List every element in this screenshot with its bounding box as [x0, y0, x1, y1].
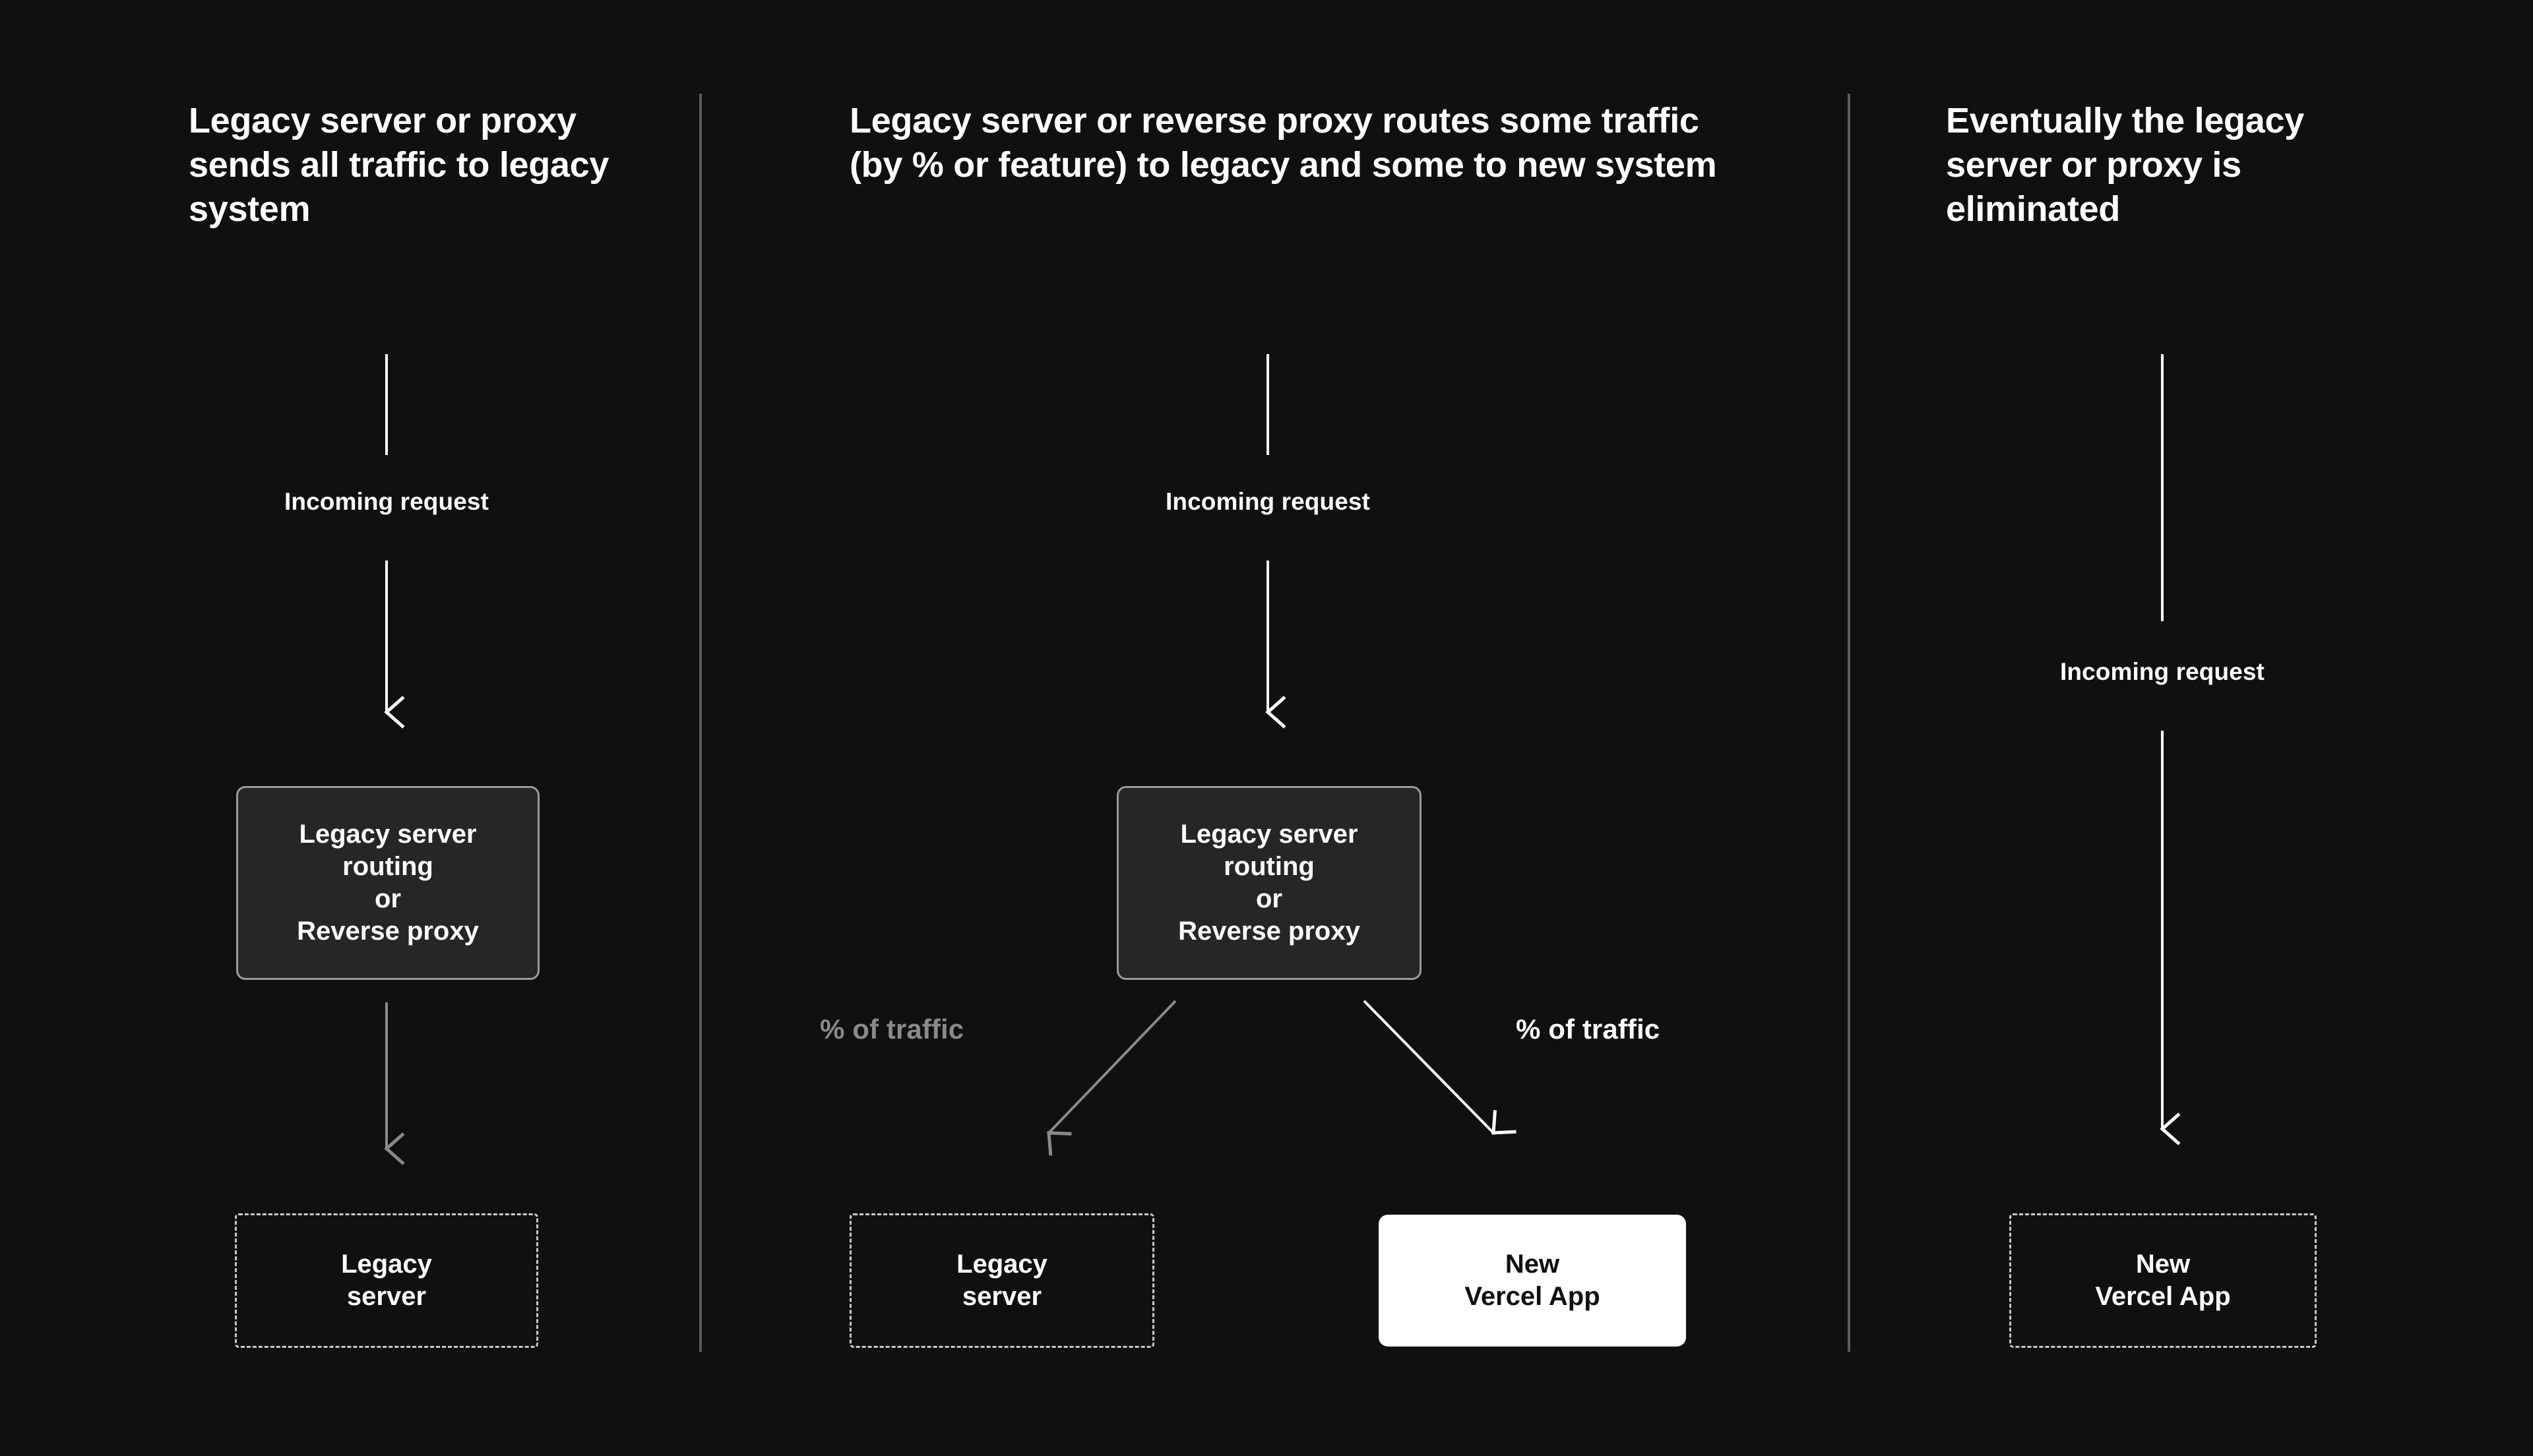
connector-col2-proxy-to-legacy — [1047, 1000, 1177, 1156]
column-2-flow-label: Incoming request — [1166, 488, 1370, 515]
column-1-flow-label: Incoming request — [284, 488, 489, 515]
node-legacy-proxy-col1[interactable]: Legacy server routing or Reverse proxy — [236, 786, 540, 980]
traffic-label-legacy: % of traffic — [820, 1014, 964, 1045]
connector-col2-proxy-to-vercel — [1363, 1000, 1517, 1135]
traffic-label-new: % of traffic — [1516, 1014, 1660, 1045]
column-1-heading: Legacy server or proxy sends all traffic… — [189, 101, 610, 229]
node-legacy-server-col1[interactable]: Legacy server — [235, 1213, 538, 1348]
node-legacy-server-col2[interactable]: Legacy server — [850, 1213, 1154, 1348]
column-divider-1 — [699, 94, 702, 1352]
node-new-vercel-app-col2[interactable]: New Vercel App — [1379, 1215, 1686, 1347]
node-legacy-proxy-col2[interactable]: Legacy server routing or Reverse proxy — [1117, 786, 1422, 980]
column-2-heading: Legacy server or reverse proxy routes so… — [850, 101, 1717, 185]
column-3-flow-label: Incoming request — [2060, 658, 2265, 685]
node-new-vercel-app-col3[interactable]: New Vercel App — [2009, 1213, 2317, 1348]
column-3-heading: Eventually the legacy server or proxy is… — [1946, 101, 2304, 229]
column-divider-2 — [1848, 94, 1850, 1352]
